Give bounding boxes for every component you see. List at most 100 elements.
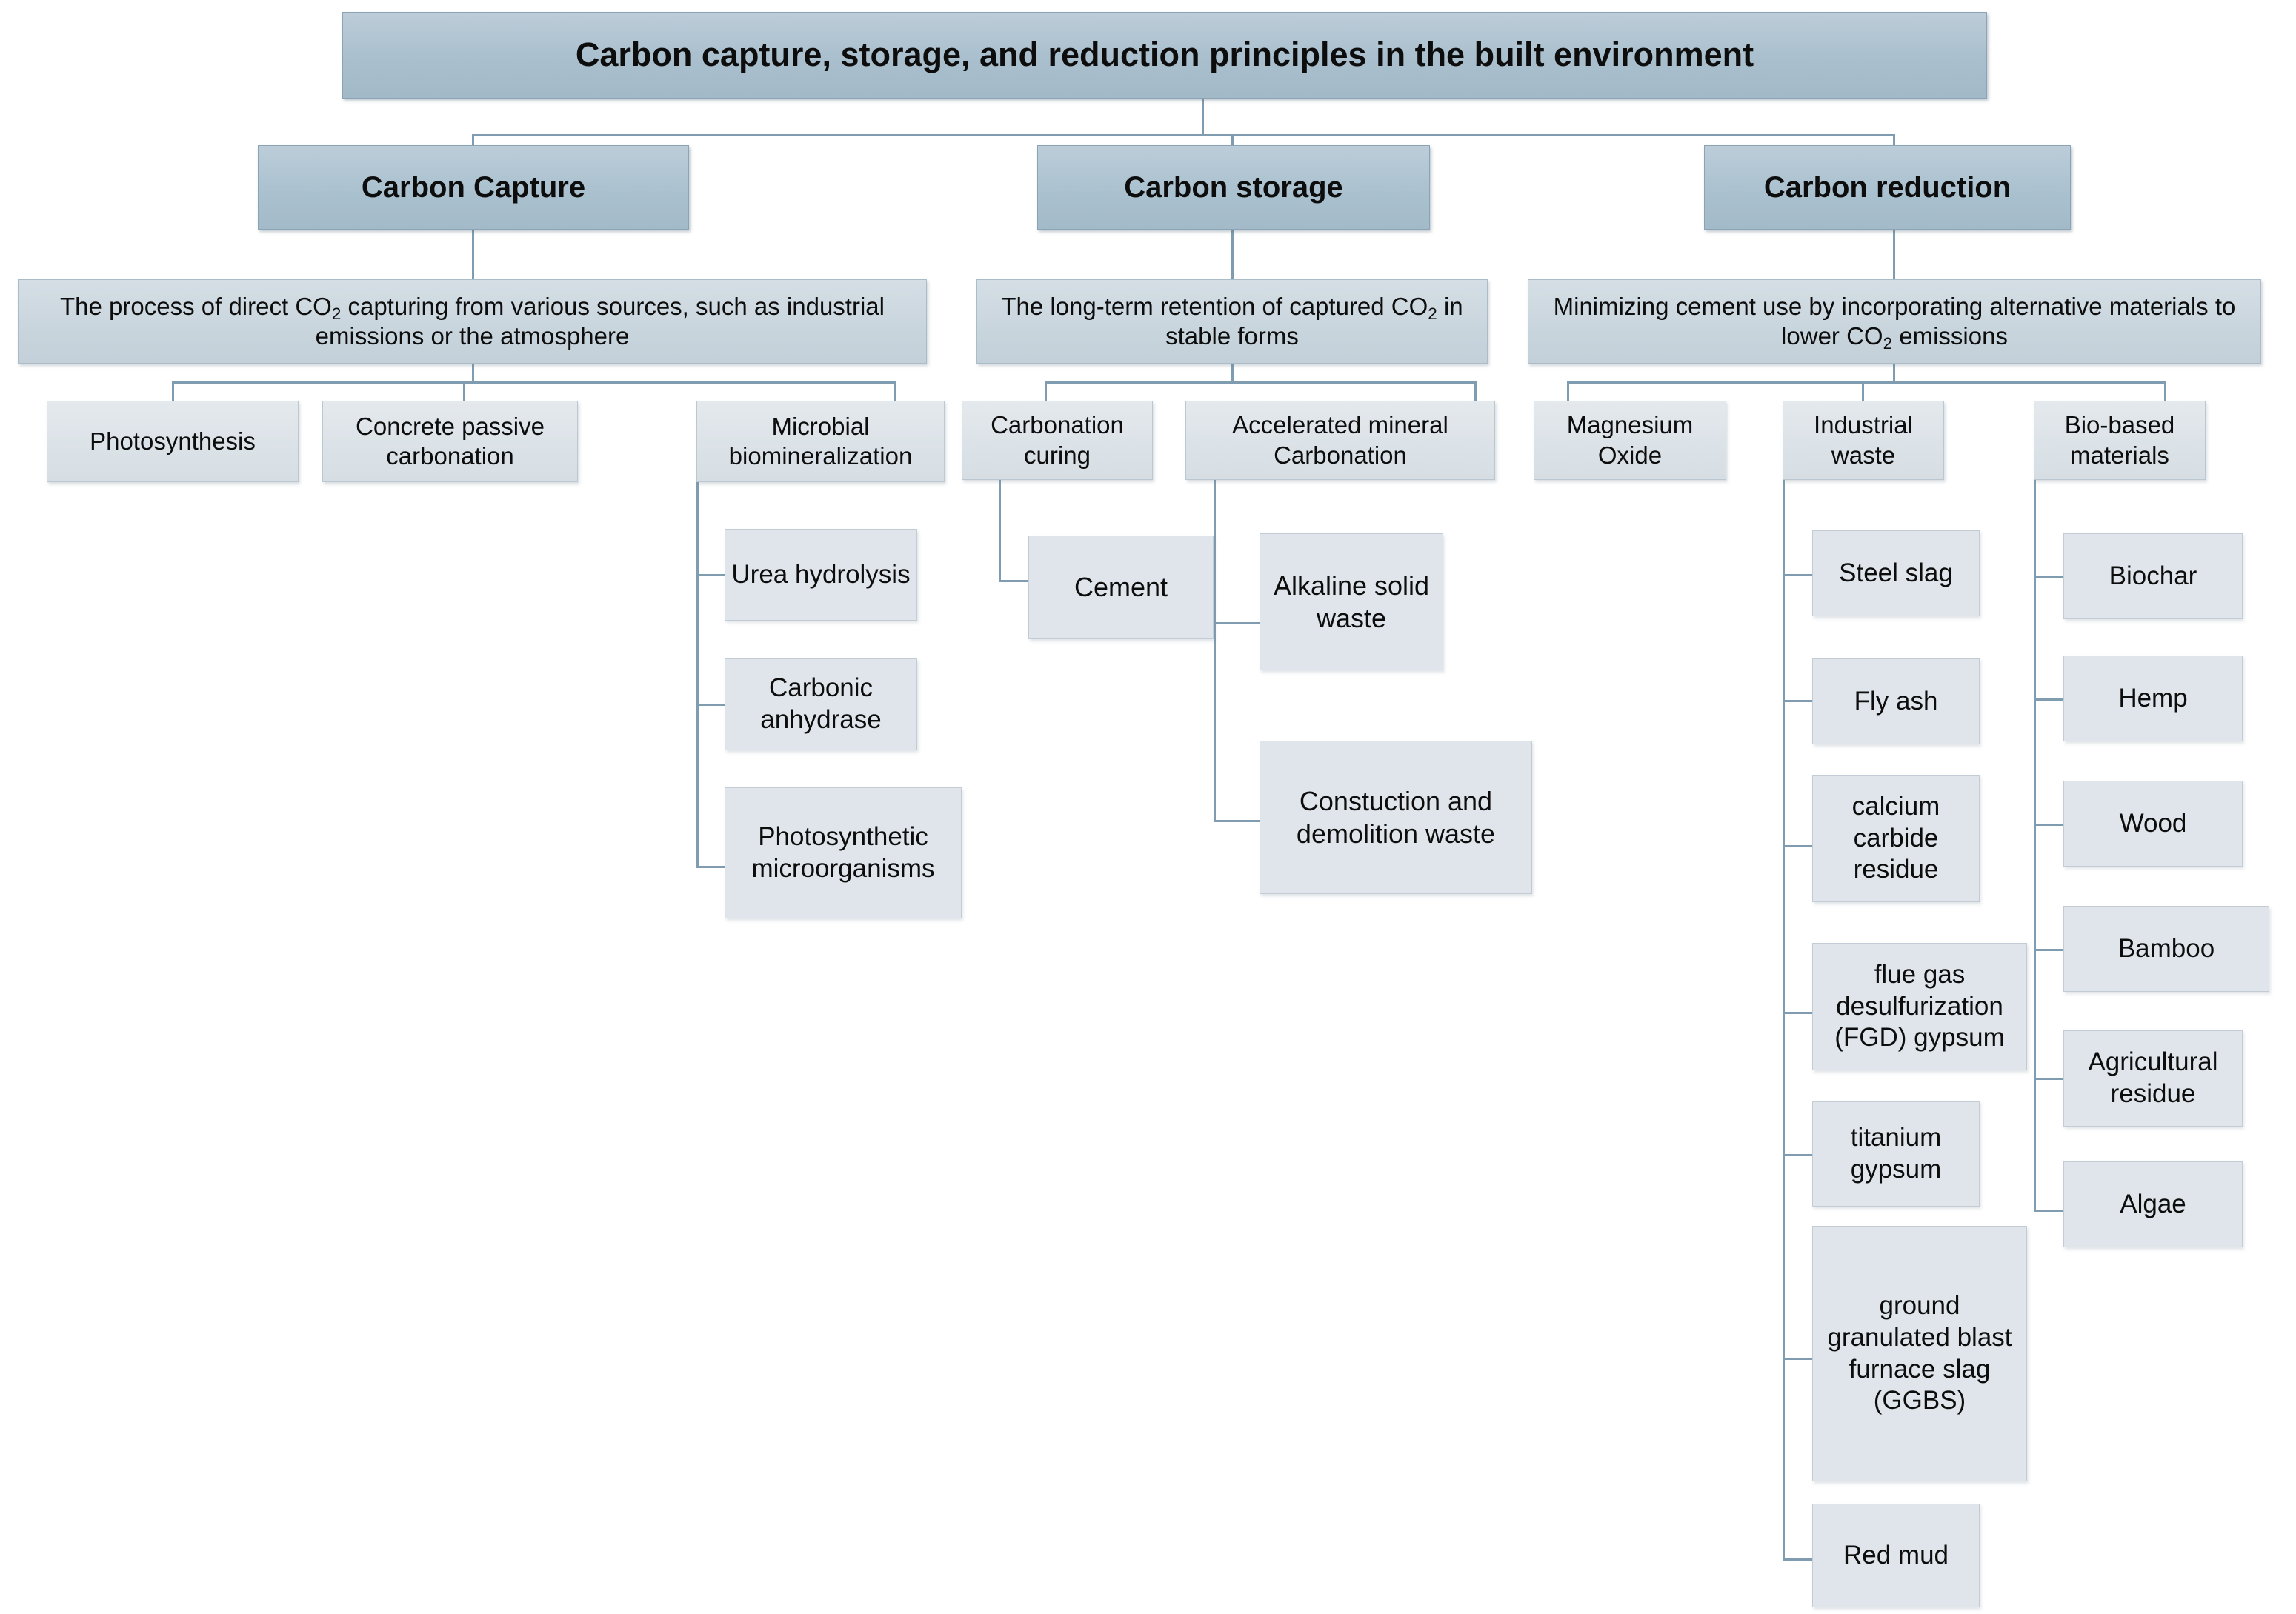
node-red-mud[interactable]: Red mud	[1812, 1504, 1980, 1607]
connector-microbial-to-photomicro	[696, 866, 725, 868]
node-label-fgd-gypsum: flue gas desulfurization (FGD) gypsum	[1834, 959, 2005, 1053]
node-label-magnesium-oxide: Magnesium Oxide	[1566, 411, 1694, 469]
connector-iw-to-fgd	[1783, 1012, 1812, 1014]
node-label-hemp: Hemp	[2118, 683, 2188, 713]
connector-capture-to-desc	[472, 230, 474, 279]
node-fgd-gypsum[interactable]: flue gas desulfurization (FGD) gypsum	[1812, 943, 2027, 1070]
node-label-bamboo: Bamboo	[2117, 933, 2215, 963]
node-magnesium-oxide[interactable]: Magnesium Oxide	[1534, 401, 1726, 480]
connector-iw-to-fly-ash	[1783, 700, 1812, 702]
node-label-red-mud: Red mud	[1843, 1540, 1949, 1570]
node-titanium-gypsum[interactable]: titanium gypsum	[1812, 1101, 1980, 1207]
node-label-photosynthesis: Photosynthesis	[90, 427, 256, 455]
connector-capture-child-3	[894, 381, 896, 401]
node-concrete-passive-carbonation[interactable]: Concrete passive carbonation	[322, 401, 578, 482]
node-label-agricultural-residue: Agricultural residue	[2088, 1047, 2218, 1108]
node-label-biochar: Biochar	[2109, 561, 2197, 590]
node-alkaline-solid-waste[interactable]: Alkaline solid waste	[1260, 533, 1443, 670]
node-fly-ash[interactable]: Fly ash	[1812, 658, 1980, 744]
connector-capture-desc-stem	[472, 364, 474, 381]
node-cement[interactable]: Cement	[1028, 536, 1214, 639]
root-title-box[interactable]: Carbon capture, storage, and reduction p…	[342, 12, 1987, 99]
branch-description-carbon-storage: The long-term retention of captured CO2 …	[976, 279, 1488, 364]
connector-storage-desc-stem	[1231, 364, 1234, 381]
node-label-photosynthetic-microorganisms: Photosynthetic microorganisms	[751, 821, 935, 883]
node-biochar[interactable]: Biochar	[2063, 533, 2243, 619]
connector-curing-to-cement	[999, 580, 1028, 582]
connector-microbial-to-urea	[696, 574, 725, 576]
node-urea-hydrolysis[interactable]: Urea hydrolysis	[725, 529, 917, 621]
node-label-concrete-passive-carbonation: Concrete passive carbonation	[356, 412, 545, 470]
branch-description-label-carbon-capture: The process of direct CO2 capturing from…	[60, 292, 885, 350]
connector-root-bus	[472, 134, 1895, 136]
connector-iw-to-ggbs	[1783, 1358, 1812, 1360]
connector-reduction-child-1	[1567, 381, 1569, 401]
node-hemp[interactable]: Hemp	[2063, 656, 2243, 741]
node-carbonic-anhydrase[interactable]: Carbonic anhydrase	[725, 658, 917, 750]
node-label-urea-hydrolysis: Urea hydrolysis	[731, 559, 911, 589]
connector-reduction-desc-stem	[1893, 364, 1895, 381]
node-label-carbonation-curing: Carbonation curing	[991, 411, 1124, 469]
node-label-alkaline-solid-waste: Alkaline solid waste	[1273, 570, 1430, 633]
connector-amc-to-alkaline	[1214, 622, 1260, 624]
connector-storage-child-2	[1474, 381, 1477, 401]
branch-description-label-carbon-storage: The long-term retention of captured CO2 …	[1001, 292, 1463, 350]
node-bamboo[interactable]: Bamboo	[2063, 906, 2269, 992]
root-title-label: Carbon capture, storage, and reduction p…	[575, 36, 1754, 74]
connector-drop-reduction	[1893, 134, 1895, 146]
connector-capture-children-bus	[172, 381, 894, 384]
branch-title-label-carbon-reduction: Carbon reduction	[1763, 170, 2012, 204]
node-steel-slag[interactable]: Steel slag	[1812, 530, 1980, 616]
node-wood[interactable]: Wood	[2063, 781, 2243, 867]
branch-title-carbon-reduction[interactable]: Carbon reduction	[1704, 145, 2071, 230]
connector-storage-children-bus	[1045, 381, 1474, 384]
node-ggbs[interactable]: ground granulated blast furnace slag (GG…	[1812, 1226, 2027, 1481]
branch-title-label-carbon-capture: Carbon Capture	[361, 170, 586, 204]
branch-title-carbon-capture[interactable]: Carbon Capture	[258, 145, 689, 230]
node-label-fly-ash: Fly ash	[1854, 686, 1938, 716]
branch-description-label-carbon-reduction: Minimizing cement use by incorporating a…	[1553, 292, 2236, 353]
node-label-wood: Wood	[2119, 808, 2187, 838]
node-carbonation-curing[interactable]: Carbonation curing	[962, 401, 1153, 480]
connector-root-stem	[1202, 99, 1204, 134]
node-accelerated-mineral-carbonation[interactable]: Accelerated mineral Carbonation	[1185, 401, 1495, 480]
connector-capture-child-2	[463, 381, 465, 401]
node-industrial-waste[interactable]: Industrial waste	[1783, 401, 1944, 480]
node-bio-based-materials[interactable]: Bio-based materials	[2034, 401, 2206, 480]
node-label-construction-demolition-waste: Constuction and demolition waste	[1296, 785, 1496, 849]
node-label-bio-based-materials: Bio-based materials	[2064, 411, 2175, 469]
connector-storage-child-1	[1045, 381, 1047, 401]
connector-iw-to-ccr	[1783, 845, 1812, 847]
node-microbial-biomineralization[interactable]: Microbial biomineralization	[696, 401, 945, 482]
node-label-accelerated-mineral-carbonation: Accelerated mineral Carbonation	[1232, 411, 1448, 469]
node-agricultural-residue[interactable]: Agricultural residue	[2063, 1030, 2243, 1127]
connector-bb-to-bamboo	[2034, 949, 2063, 951]
node-label-ggbs: ground granulated blast furnace slag (GG…	[1827, 1291, 2012, 1415]
node-label-calcium-carbide-residue: calcium carbide residue	[1851, 791, 1940, 884]
node-label-titanium-gypsum: titanium gypsum	[1850, 1123, 1942, 1184]
node-label-steel-slag: Steel slag	[1839, 558, 1953, 587]
connector-microbial-to-carbonic	[696, 704, 725, 706]
connector-iw-to-steel-slag	[1783, 574, 1812, 576]
connector-reduction-children-bus	[1567, 381, 2164, 384]
connector-bb-to-wood	[2034, 824, 2063, 826]
node-photosynthesis[interactable]: Photosynthesis	[47, 401, 299, 482]
connector-iw-to-titanium	[1783, 1154, 1812, 1156]
node-label-microbial-biomineralization: Microbial biomineralization	[728, 412, 913, 470]
node-construction-demolition-waste[interactable]: Constuction and demolition waste	[1260, 741, 1532, 894]
connector-storage-to-desc	[1231, 230, 1234, 279]
connector-amc-spine	[1214, 480, 1216, 822]
branch-title-carbon-storage[interactable]: Carbon storage	[1037, 145, 1430, 230]
node-photosynthetic-microorganisms[interactable]: Photosynthetic microorganisms	[725, 787, 962, 918]
node-calcium-carbide-residue[interactable]: calcium carbide residue	[1812, 775, 1980, 902]
connector-bb-to-algae	[2034, 1210, 2063, 1212]
branch-description-carbon-capture: The process of direct CO2 capturing from…	[18, 279, 927, 364]
node-label-algae: Algae	[2120, 1189, 2186, 1218]
connector-capture-child-1	[172, 381, 174, 401]
connector-bb-to-hemp	[2034, 698, 2063, 701]
branch-title-label-carbon-storage: Carbon storage	[1124, 170, 1343, 204]
node-algae[interactable]: Algae	[2063, 1161, 2243, 1247]
connector-biobased-spine	[2034, 480, 2036, 1212]
connector-iw-to-red-mud	[1783, 1558, 1812, 1561]
